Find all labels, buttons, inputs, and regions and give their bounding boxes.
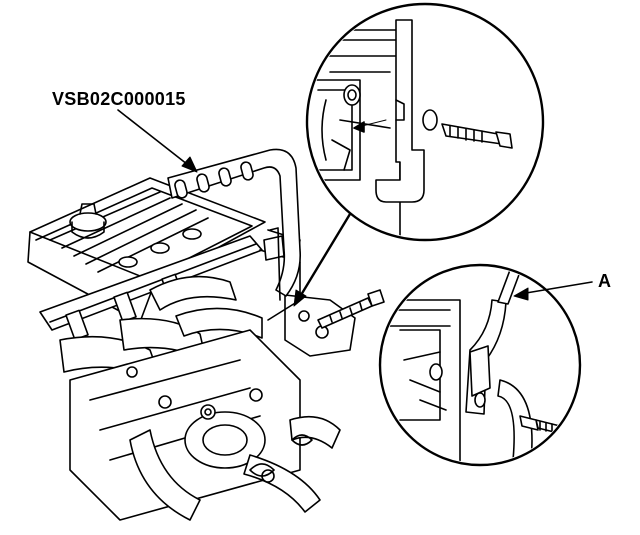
detail-leader-upper [296,212,352,302]
callout-a-leader [513,281,593,301]
part-number-leader [117,109,198,173]
special-tool-part-number: VSB02C000015 [52,89,186,109]
mounting-bolt [317,289,385,329]
detail-view-lower [378,263,582,467]
callout-label-a: A [598,271,611,291]
engine-assembly [27,177,356,521]
engine-hanger-tool [167,148,302,301]
detail-view-upper [305,2,545,242]
